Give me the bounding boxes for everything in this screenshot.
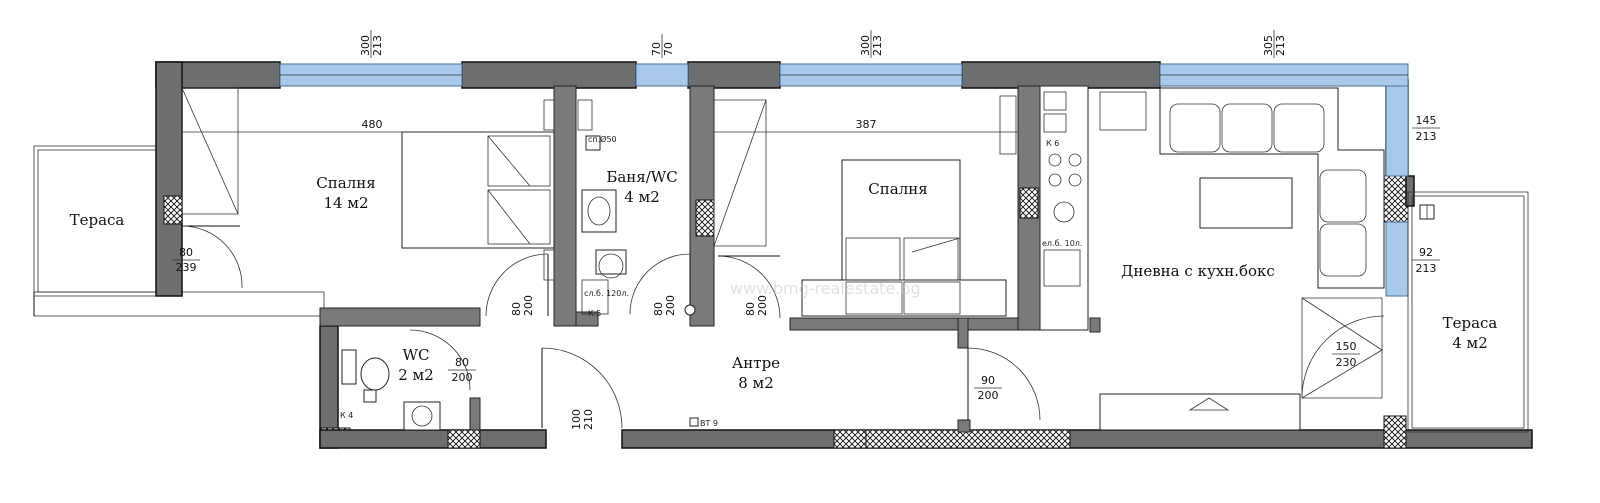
- terrace-left-label: Тераса: [70, 211, 125, 229]
- wc-label: WC: [403, 346, 430, 364]
- door-wc-width: 80: [455, 356, 469, 369]
- wc-fixtures: [341, 349, 441, 431]
- window-3-width: 300: [859, 35, 872, 56]
- right-lower-width: 92: [1419, 246, 1433, 259]
- living-label: Дневна с кухн.бокс: [1121, 262, 1275, 280]
- hall-label: Антре: [732, 354, 780, 372]
- doors: [181, 225, 1385, 429]
- window-1-width: 300: [359, 35, 372, 56]
- window-dimensions: 300 213 70 70 300 213 305 213: [359, 30, 1287, 58]
- tv-unit: [1099, 393, 1301, 431]
- boiler-kitchen-label: ел.б. 10л.: [1042, 239, 1082, 248]
- kitchen: [1039, 85, 1147, 331]
- door-entrance-width: 100: [570, 409, 583, 430]
- bedroom-1-span: 480: [362, 118, 383, 131]
- door-entrance-height: 210: [582, 409, 595, 430]
- boiler-bath-label: сл.б. 120л.: [584, 289, 629, 298]
- bedroom-1-label: Спалня: [316, 174, 375, 192]
- wardrobes: [181, 87, 767, 247]
- door-bed2-height: 200: [756, 295, 769, 316]
- window-2-width: 70: [650, 42, 663, 56]
- right-upper-height: 213: [1416, 130, 1437, 143]
- door-bed1-width: 80: [510, 302, 523, 316]
- bed-1: [401, 99, 555, 281]
- bed-2: [801, 95, 1017, 317]
- windows: [279, 63, 1409, 297]
- sofa: [1159, 87, 1385, 289]
- bedroom-2-label: Спалня: [868, 180, 927, 198]
- bedroom-1-area: 14 м2: [323, 194, 368, 212]
- room-spans: 480 387: [182, 118, 1018, 133]
- wc-area: 2 м2: [398, 366, 434, 384]
- door-wc-height: 200: [452, 371, 473, 384]
- room-labels: Тераса Спалня 14 м2 Баня/WC 4 м2 Спалня …: [70, 168, 1498, 392]
- door-bed2-width: 80: [744, 302, 757, 316]
- window-4-width: 305: [1262, 35, 1275, 56]
- pipe-label: сп.Ø50: [588, 134, 617, 144]
- right-upper-width: 145: [1416, 114, 1437, 127]
- bathroom-area: 4 м2: [624, 188, 660, 206]
- terrace-right-area: 4 м2: [1452, 334, 1488, 352]
- watermark: www.bmg-realestate.bg: [730, 279, 921, 298]
- terrace-right-label: Тераса: [1443, 314, 1498, 332]
- bathroom-label: Баня/WC: [606, 168, 677, 186]
- door-living-height: 200: [978, 389, 999, 402]
- terrace-door-height: 230: [1336, 356, 1357, 369]
- window-4-height: 213: [1274, 35, 1287, 56]
- interior-walls: [319, 85, 1101, 433]
- side-dimensions: 145 213 92 213 150 230: [1332, 114, 1440, 369]
- hall-area: 8 м2: [738, 374, 774, 392]
- window-1-height: 213: [371, 35, 384, 56]
- k-wc-label: К 4: [340, 411, 353, 420]
- bedroom-2-span: 387: [856, 118, 877, 131]
- right-lower-height: 213: [1416, 262, 1437, 275]
- door-bath-width: 80: [652, 302, 665, 316]
- k-kitchen-label: К 6: [1046, 139, 1059, 148]
- window-2-height: 70: [662, 42, 675, 56]
- door-bed1-terrace-height: 239: [176, 261, 197, 274]
- fixture-labels: сп.Ø50 сл.б. 120л. К 5 К 6 ел.б. 10л. К …: [340, 134, 1082, 428]
- bathroom-fixtures: [577, 99, 696, 316]
- bt-label: ВТ 9: [700, 419, 718, 428]
- terrace-door-width: 150: [1336, 340, 1357, 353]
- door-bath-height: 200: [664, 295, 677, 316]
- terrace-right: [1407, 191, 1529, 433]
- k-bath-label: К 5: [588, 309, 601, 318]
- door-dimensions: 80 239 80 200 80 200 80 200 80 200 100 2…: [172, 246, 1002, 430]
- door-bed1-height: 200: [522, 295, 535, 316]
- window-3-height: 213: [871, 35, 884, 56]
- door-living-width: 90: [981, 374, 995, 387]
- door-bed1-terrace-width: 80: [179, 246, 193, 259]
